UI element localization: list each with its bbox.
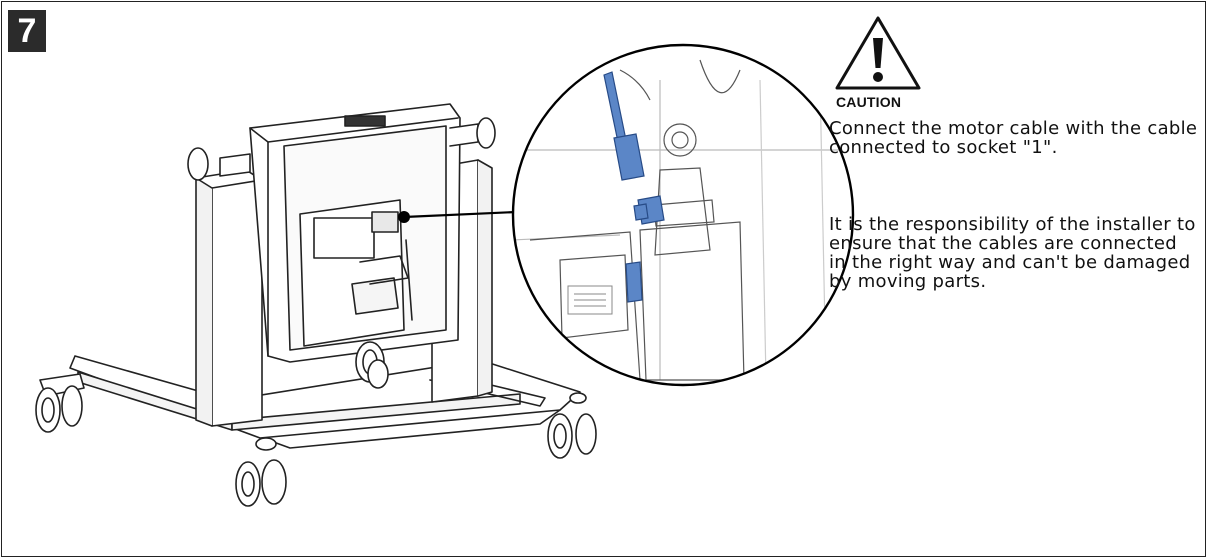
instruction-paragraph-2: It is the responsibility of the installe… [829, 214, 1196, 292]
warning-triangle-icon [835, 16, 921, 90]
instruction-paragraph-1: Connect the motor cable with the cable c… [829, 118, 1198, 158]
callout-leader-line [402, 210, 518, 219]
left-column [211, 179, 263, 427]
top-tube [219, 153, 251, 177]
caution-label: CAUTION [836, 94, 902, 110]
motor-box [351, 277, 399, 315]
caster-left-front [35, 373, 85, 433]
step-number-badge: 7 [8, 10, 46, 52]
detail-callout [513, 45, 853, 385]
caster-right [547, 392, 597, 459]
caster-front-center [235, 437, 287, 507]
